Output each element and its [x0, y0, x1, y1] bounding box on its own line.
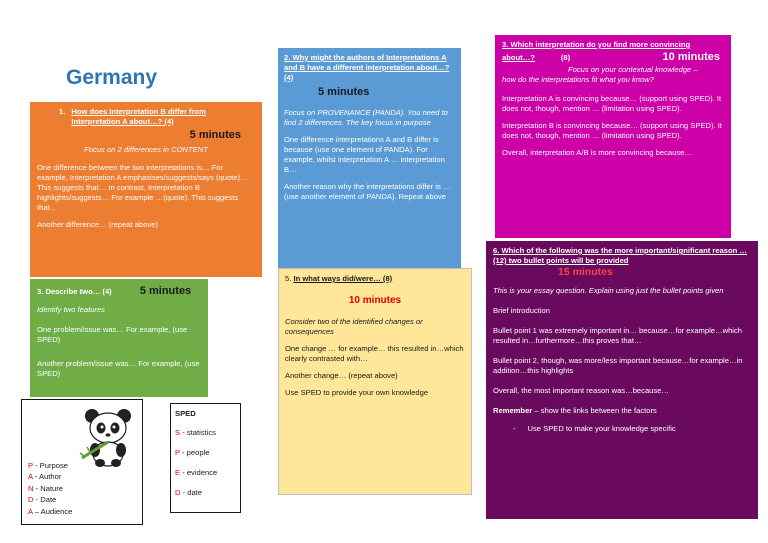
q4-minutes: 5 minutes — [139, 285, 192, 297]
q2-minutes: 5 minutes — [318, 86, 370, 99]
panda-acronym: P - Purpose A - Author N - Nature D - Da… — [28, 460, 72, 517]
q5-minutes: 10 minutes — [348, 295, 402, 307]
q6-paragraph-3: Bullet point 2, though, was more/less im… — [493, 355, 743, 375]
q5-number: 5. — [285, 274, 292, 283]
panda-line: N - Nature — [28, 483, 64, 493]
q3-paragraph-1: Interpretation A is convincing because… … — [502, 93, 722, 113]
q3-focus-cont: how do the interpretations fit what you … — [502, 74, 654, 84]
q5-paragraph-3: Use SPED to provide your own knowledge — [285, 388, 429, 398]
q5-paragraph-2: Another change… (repeat above) — [285, 371, 398, 381]
q2-question: 2. Why might the authors of Interpretati… — [284, 53, 450, 83]
q6-paragraph-4: Overall, the most important reason was…b… — [493, 385, 669, 395]
sped-line: D - date — [175, 488, 203, 497]
q6-bullet-list: Use SPED to make your knowledge specific — [503, 424, 751, 434]
q4-card: 3. Describe two… (4) 5 minutes Identify … — [30, 279, 208, 397]
q3-question: 3. Which interpretation do you find more… — [502, 40, 691, 49]
q3-question-cont: about…? — [502, 53, 535, 63]
panda-line: A - Author — [28, 472, 62, 482]
q5-question: In what ways did/were… (8) — [293, 274, 393, 283]
q4-paragraph-2: Another problem/issue was… For example, … — [37, 358, 200, 378]
sped-line: E - evidence — [175, 468, 218, 477]
q6-remember-text: – show the links between the factors — [532, 406, 657, 415]
q6-paragraph-2: Bullet point 1 was extremely important i… — [493, 325, 743, 345]
q1-paragraph-2: Another difference… (repeat above) — [37, 219, 159, 229]
q1-number: 1. — [59, 107, 66, 116]
q3-marks: (8) — [560, 53, 571, 63]
q2-paragraph-1: One difference interpretations A and B d… — [284, 134, 445, 174]
q6-remember-label: Remember — [493, 406, 533, 415]
q5-card: 5. In what ways did/were… (8) 10 minutes… — [278, 268, 472, 495]
q4-focus: Identify two features — [37, 304, 105, 314]
sped-line: S - statistics — [175, 428, 216, 437]
q1-minutes: 5 minutes — [189, 129, 241, 142]
q4-paragraph-1: One problem/issue was… For example, (use… — [37, 324, 188, 344]
panda-line: D - Date — [28, 495, 57, 505]
q3-paragraph-2: Interpretation B is convincing because… … — [502, 120, 722, 140]
q6-card: 6. Which of the following was the more i… — [486, 241, 758, 519]
q3-paragraph-3: Overall, interpretation A/B is more conv… — [502, 147, 692, 157]
q6-question: 6. Which of the following was the more i… — [493, 246, 747, 266]
panda-icon — [79, 409, 131, 467]
sped-box: SPED S - statistics P - people E - evide… — [170, 403, 241, 513]
q1-question: How does Interpretation B differ from In… — [71, 107, 206, 127]
q6-paragraph-1: Brief introduction — [493, 305, 550, 315]
q5-paragraph-1: One change … for example… this resulted … — [285, 344, 464, 364]
q1-card: 1. How does Interpretation B differ from… — [30, 102, 262, 277]
sped-heading: SPED — [175, 409, 196, 418]
q2-focus: Focus on PROVENANCE (PANDA). You need to… — [284, 107, 448, 127]
q6-focus: This is your essay question. Explain usi… — [493, 285, 724, 295]
q6-bullet-item: Use SPED to make your knowledge specific — [513, 424, 751, 434]
page-title: Germany — [66, 66, 158, 89]
q6-minutes: 15 minutes — [558, 266, 613, 279]
q2-card: 2. Why might the authors of Interpretati… — [278, 48, 461, 270]
sped-line: P - people — [175, 448, 210, 457]
q3-card: 3. Which interpretation do you find more… — [495, 35, 731, 238]
q1-focus: Focus on 2 differences in CONTENT — [84, 144, 208, 154]
panda-box: P - Purpose A - Author N - Nature D - Da… — [21, 399, 143, 525]
panda-line: A – Audience — [28, 506, 73, 516]
q3-minutes: 10 minutes — [662, 51, 720, 64]
q2-paragraph-2: Another reason why the interpretations d… — [284, 181, 451, 201]
q4-question: 3. Describe two… (4) — [37, 287, 112, 296]
panda-line: P - Purpose — [28, 461, 68, 470]
q5-focus: Consider two of the identified changes o… — [285, 317, 423, 337]
q1-paragraph-1: One difference between the two interpret… — [37, 162, 248, 212]
q3-focus: Focus on your contextual knowledge – — [568, 64, 698, 74]
